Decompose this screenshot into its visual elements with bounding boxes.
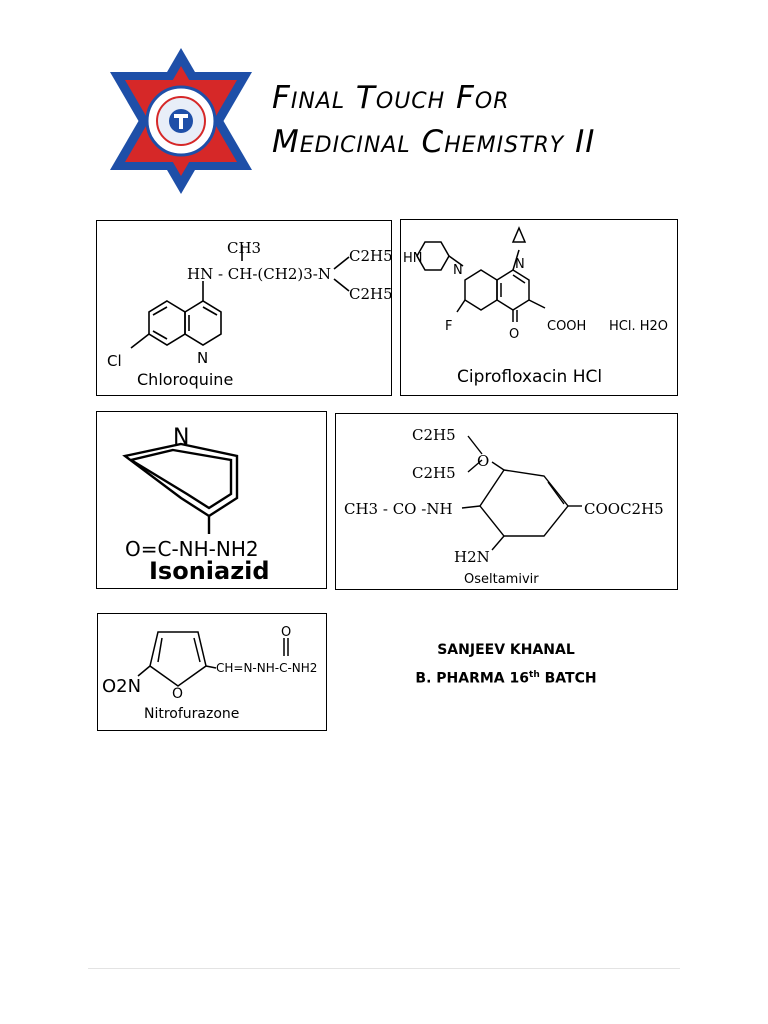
nitrofurazone-chain-label: CH=N-NH-C-NH2 bbox=[216, 661, 317, 675]
title-line-1: Final Touch For bbox=[272, 80, 510, 116]
oseltamivir-ethyl-b-label: C2H5 bbox=[412, 464, 456, 482]
oseltamivir-acetyl-label: CH3 - CO -NH bbox=[344, 500, 453, 518]
nitrofurazone-caption: Nitrofurazone bbox=[144, 706, 240, 722]
oseltamivir-ethyl-a-label: C2H5 bbox=[412, 426, 456, 444]
oseltamivir-caption: Oseltamivir bbox=[464, 572, 539, 587]
chloroquine-structure: CH3 HN - CH-(CH2)3-N C2H5 C2H5 Cl N bbox=[107, 239, 391, 370]
structure-card-oseltamivir: C2H5 C2H5 O CH3 - CO -NH COOC2H5 H2N Ose… bbox=[335, 413, 678, 590]
structure-card-ciprofloxacin: HN N N F COOH O HCl. H2O Ciprofloxacin H… bbox=[400, 219, 678, 396]
chloroquine-cl-label: Cl bbox=[107, 352, 122, 370]
author-name: SANJEEV KHANAL bbox=[437, 642, 575, 658]
cipro-f-label: F bbox=[445, 319, 452, 334]
cipro-ring-n-label: N bbox=[515, 257, 525, 272]
footer-divider bbox=[88, 968, 680, 969]
oseltamivir-ester-label: COOC2H5 bbox=[584, 500, 664, 518]
nitrofurazone-structure: O2N O CH=N-NH-C-NH2 O bbox=[102, 625, 317, 702]
ciprofloxacin-caption: Ciprofloxacin HCl bbox=[457, 367, 603, 387]
isoniazid-chain-label: O=C-NH-NH2 bbox=[125, 537, 259, 561]
author-batch: B. PHARMA 16th BATCH bbox=[415, 670, 597, 687]
cipro-salt-label: HCl. H2O bbox=[609, 319, 668, 334]
chloroquine-ethyl-a-label: C2H5 bbox=[349, 247, 391, 265]
chloroquine-caption: Chloroquine bbox=[137, 370, 234, 389]
nitrofurazone-no2-label: O2N bbox=[102, 676, 141, 697]
university-logo-icon bbox=[106, 44, 256, 196]
cipro-cooh-label: COOH bbox=[547, 319, 586, 334]
chloroquine-n-label: N bbox=[197, 349, 208, 367]
chloroquine-ethyl-b-label: C2H5 bbox=[349, 285, 391, 303]
oseltamivir-amine-label: H2N bbox=[454, 548, 490, 566]
chloroquine-ch3-label: CH3 bbox=[227, 239, 261, 257]
cipro-o-label: O bbox=[509, 327, 519, 342]
cipro-piperazine-n-label: N bbox=[453, 263, 463, 278]
oseltamivir-o-label: O bbox=[477, 452, 489, 470]
cipro-hn-label: HN bbox=[403, 251, 423, 266]
chloroquine-chain-label: HN - CH-(CH2)3-N bbox=[187, 265, 331, 283]
nitrofurazone-ring-o-label: O bbox=[172, 686, 183, 702]
title-line-2: Medicinal Chemistry II bbox=[272, 124, 596, 160]
structure-card-isoniazid: N O=C-NH-NH2 Isoniazid bbox=[96, 411, 327, 589]
structure-card-chloroquine: CH3 HN - CH-(CH2)3-N C2H5 C2H5 Cl N Chlo… bbox=[96, 220, 392, 396]
ciprofloxacin-structure: HN N N F COOH O HCl. H2O bbox=[403, 226, 668, 342]
nitrofurazone-carbonyl-o-label: O bbox=[281, 625, 291, 640]
oseltamivir-structure: C2H5 C2H5 O CH3 - CO -NH COOC2H5 H2N bbox=[344, 426, 664, 566]
isoniazid-structure: N O=C-NH-NH2 bbox=[122, 425, 259, 561]
author-block: SANJEEV KHANAL B. PHARMA 16th BATCH bbox=[400, 638, 612, 692]
isoniazid-n-label: N bbox=[173, 425, 189, 450]
document-title: Final Touch For Medicinal Chemistry II bbox=[272, 76, 595, 164]
isoniazid-caption: Isoniazid bbox=[149, 557, 270, 585]
structure-card-nitrofurazone: O2N O CH=N-NH-C-NH2 O Nitrofurazone bbox=[97, 613, 327, 731]
